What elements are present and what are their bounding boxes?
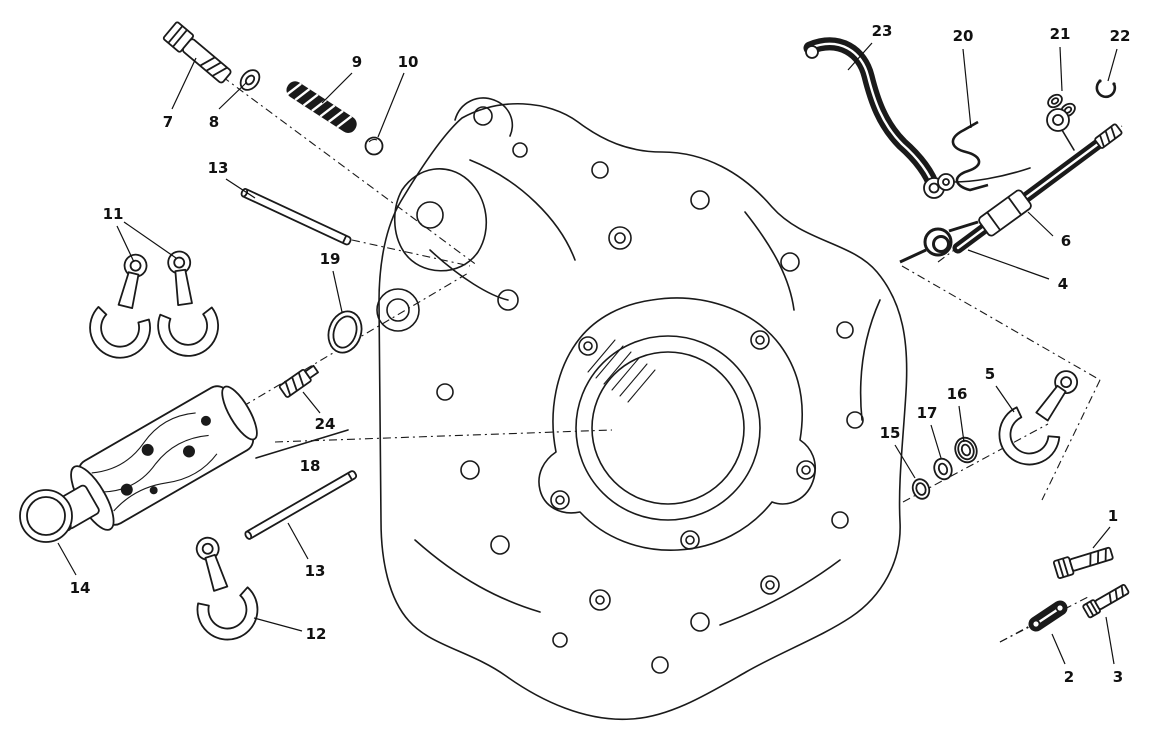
part-label-23: 23: [872, 22, 893, 40]
part-label-13b: 13: [305, 562, 326, 580]
shift-fork-lower: [174, 528, 267, 649]
washer-15: [911, 478, 931, 500]
shift-fork-left-b: [147, 246, 223, 361]
screw-1: [1052, 546, 1114, 580]
fork-rod-lower: [244, 470, 358, 540]
torsion-spring: [899, 220, 979, 264]
part-label-14: 14: [70, 579, 91, 597]
washer-17: [933, 457, 953, 481]
leader-line-22: [1107, 48, 1118, 82]
leader-line-24: [302, 391, 321, 414]
circlip: [1095, 79, 1117, 99]
leader-line-13a: [225, 178, 256, 199]
fork-rod-upper: [240, 187, 352, 246]
leader-line-2: [1051, 633, 1066, 665]
leader-line-10: [377, 72, 405, 138]
roll-pin: [255, 429, 349, 459]
part-label-8: 8: [209, 113, 219, 131]
part-label-13a: 13: [208, 159, 229, 177]
leader-line-20: [962, 48, 972, 129]
part-label-21: 21: [1050, 25, 1071, 43]
engine-crankcase: [376, 97, 908, 721]
part-label-24: 24: [315, 415, 336, 433]
part-label-12: 12: [306, 625, 327, 643]
part-label-15: 15: [880, 424, 901, 442]
o-ring-left: [19, 489, 73, 543]
detent-spring: [286, 81, 357, 133]
leader-line-21: [1059, 46, 1063, 92]
part-label-22: 22: [1110, 27, 1131, 45]
part-label-9: 9: [352, 53, 362, 71]
leader-line-12: [253, 617, 303, 632]
sealing-washer: [239, 69, 261, 91]
shift-fork-right: [986, 355, 1098, 478]
part-label-11: 11: [103, 205, 124, 223]
selector-shaft: [937, 108, 1123, 254]
shift-fork-left-a: [82, 246, 169, 365]
leader-line-11: [116, 225, 135, 263]
gearchange-lever: [803, 37, 945, 199]
screw-3: [1082, 584, 1130, 619]
bearing-washer-16: [954, 436, 978, 464]
leader-line-16: [958, 405, 965, 443]
stopper-plate: [1028, 600, 1068, 632]
part-label-10: 10: [398, 53, 419, 71]
detent-plunger-screw: [162, 21, 232, 84]
leader-line-3: [1105, 616, 1115, 665]
leader-line-5: [995, 385, 1015, 413]
part-label-18: 18: [300, 457, 321, 475]
detent-ball: [364, 136, 384, 156]
drum-end-screw: [278, 364, 319, 398]
part-label-3: 3: [1113, 668, 1123, 686]
leader-line-14: [57, 542, 77, 576]
part-label-2: 2: [1064, 668, 1074, 686]
part-label-5: 5: [985, 365, 995, 383]
leader-line-8: [218, 81, 248, 110]
part-label-4: 4: [1058, 275, 1068, 293]
leader-line-23: [847, 42, 873, 71]
leader-line-7: [171, 57, 197, 110]
part-label-19: 19: [320, 250, 341, 268]
shim-washers: [1047, 93, 1076, 118]
part-label-20: 20: [953, 27, 974, 45]
leader-line-6: [1027, 211, 1054, 237]
leader-line-17: [930, 424, 942, 459]
part-label-6: 6: [1061, 232, 1071, 250]
leader-line-1: [1092, 526, 1111, 549]
part-label-17: 17: [917, 404, 938, 422]
leader-line-11-1: [123, 221, 177, 259]
leader-line-9: [321, 72, 353, 104]
o-ring-drum: [327, 310, 363, 354]
part-label-1: 1: [1108, 507, 1118, 525]
part-label-7: 7: [163, 113, 173, 131]
leader-line-15: [894, 444, 916, 479]
leader-line-4: [967, 249, 1050, 280]
leader-line-13b: [287, 522, 309, 560]
part-label-16: 16: [947, 385, 968, 403]
section-hatching: [587, 339, 656, 403]
leader-line-19: [332, 270, 343, 313]
